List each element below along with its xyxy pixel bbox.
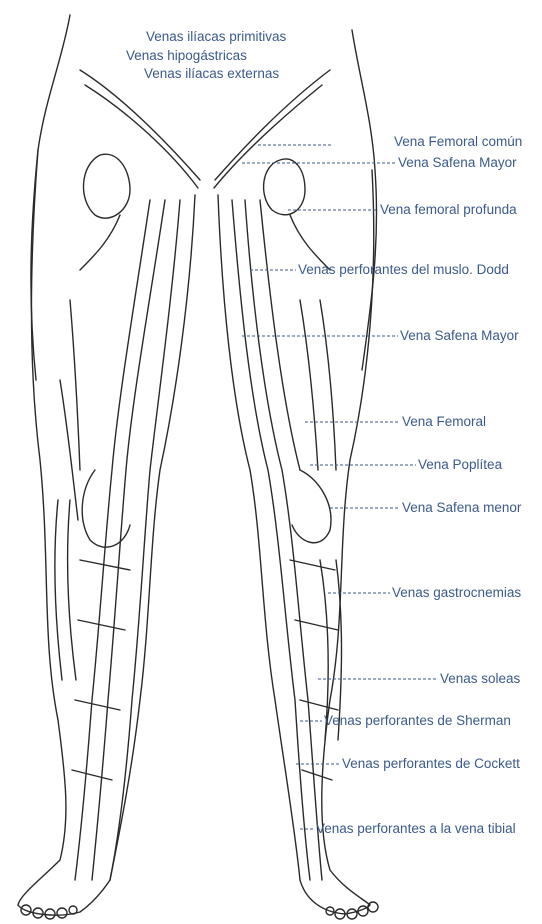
left-foot: [18, 880, 110, 915]
label-small-saphenous-vein: Vena Safena menor: [402, 500, 521, 516]
abdomen-crease-left: [80, 70, 200, 180]
label-sherman-perforators: Venas perforantes de Sherman: [324, 713, 511, 729]
label-iliac-external: Venas ilíacas externas: [144, 66, 279, 82]
label-hypogastric: Venas hipogástricas: [126, 48, 247, 64]
label-popliteal-vein: Vena Poplítea: [418, 457, 502, 473]
left-leg-inner: [110, 195, 195, 880]
label-common-femoral-vein: Vena Femoral común: [394, 134, 522, 150]
label-femoral-vein: Vena Femoral: [402, 414, 486, 430]
left-femoral-head: [84, 154, 130, 218]
label-great-saphenous-upper: Vena Safena Mayor: [398, 155, 517, 171]
label-iliac-primitive: Venas ilíacas primitivas: [146, 29, 286, 45]
label-tibial-perforators: Venas perforantes a la vena tibial: [316, 821, 516, 837]
right-leg-inner: [218, 195, 300, 880]
label-dodd-perforators: Venas perforantes del muslo. Dodd: [298, 262, 509, 278]
label-soleal-veins: Venas soleas: [440, 671, 520, 687]
left-leg-outer: [18, 150, 66, 905]
right-femoral-head: [264, 159, 305, 215]
label-cockett-perforators: Venas perforantes de Cockett: [342, 756, 520, 772]
label-deep-femoral-vein: Vena femoral profunda: [380, 202, 517, 218]
label-gastrocnemius-veins: Venas gastrocnemias: [392, 585, 521, 601]
right-leg-outer: [322, 170, 374, 905]
label-great-saphenous-mid: Vena Safena Mayor: [400, 328, 519, 344]
hip-outline-left: [31, 15, 70, 380]
